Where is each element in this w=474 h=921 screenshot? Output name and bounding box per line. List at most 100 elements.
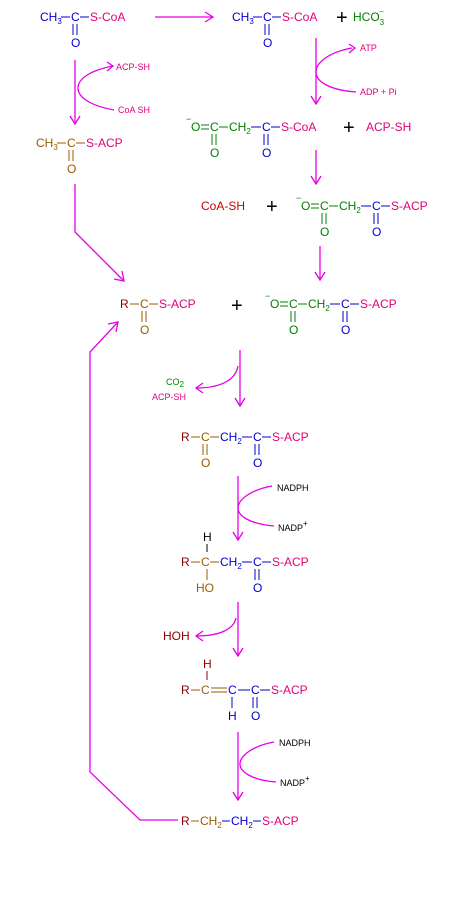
svg-text:NADPH: NADPH	[277, 483, 309, 493]
svg-text:C: C	[341, 297, 350, 311]
svg-text:−: −	[186, 114, 191, 124]
svg-text:R: R	[181, 555, 190, 569]
svg-text:−: −	[265, 291, 270, 301]
svg-text:S-ACP: S-ACP	[271, 683, 308, 697]
arrow-acetylacp-to-acyl	[74, 184, 125, 282]
svg-text:CH2: CH2	[200, 814, 222, 830]
arrow-co2-curve	[195, 365, 239, 389]
bicarbonate: + HCO3−	[336, 7, 385, 29]
svg-text:O: O	[67, 162, 76, 176]
svg-text:O: O	[262, 146, 271, 160]
svg-text:C: C	[71, 10, 80, 24]
svg-text:O: O	[140, 323, 149, 337]
svg-text:−: −	[296, 193, 301, 203]
ketoacyl-acp: R C CH2 C S-ACP O O	[181, 430, 309, 470]
svg-text:H: H	[203, 657, 212, 671]
svg-text:C: C	[201, 430, 210, 444]
enoyl-acp: H R C C C S-ACP H O	[181, 657, 308, 723]
malonyl-acp-1: CoA-SH + − O C CH2 C S-ACP O O	[201, 193, 428, 239]
svg-text:ADP + Pi: ADP + Pi	[360, 87, 397, 97]
svg-text:C: C	[289, 297, 298, 311]
svg-text:CH3: CH3	[36, 136, 58, 152]
svg-text:CoA SH: CoA SH	[118, 105, 150, 115]
svg-text:O: O	[341, 323, 350, 337]
svg-text:ATP: ATP	[360, 43, 377, 53]
svg-text:O: O	[270, 297, 279, 311]
svg-text:CH2: CH2	[220, 555, 242, 571]
svg-text:S-CoA: S-CoA	[282, 10, 317, 24]
svg-text:C: C	[228, 683, 237, 697]
svg-text:C: C	[262, 120, 271, 134]
svg-text:S-ACP: S-ACP	[262, 814, 299, 828]
svg-text:NADP+: NADP+	[280, 774, 310, 788]
svg-text:CH3: CH3	[40, 10, 62, 26]
svg-text:CH2: CH2	[220, 430, 242, 446]
svg-text:NADPH: NADPH	[279, 738, 311, 748]
svg-text:C: C	[372, 199, 381, 213]
arrow-hoh-curve	[195, 617, 237, 637]
transacylase-cofactors: ACP-SH CoA SH	[116, 62, 150, 115]
svg-text:C: C	[140, 297, 149, 311]
svg-text:S-ACP: S-ACP	[86, 136, 123, 150]
svg-text:CH2: CH2	[339, 199, 361, 215]
svg-text:O: O	[372, 225, 381, 239]
svg-text:+: +	[343, 117, 355, 139]
svg-text:CH2: CH2	[229, 120, 251, 136]
svg-text:S-ACP: S-ACP	[360, 297, 397, 311]
arrow-nadph-curve-1	[237, 485, 275, 527]
svg-text:S-ACP: S-ACP	[272, 430, 309, 444]
svg-text:O: O	[320, 225, 329, 239]
svg-text:S-ACP: S-ACP	[272, 555, 309, 569]
svg-text:S-ACP: S-ACP	[391, 199, 428, 213]
svg-text:O: O	[289, 323, 298, 337]
svg-text:O: O	[71, 36, 80, 50]
reduction-2-cofactors: NADPH NADP+	[279, 738, 311, 788]
svg-text:S-ACP: S-ACP	[159, 297, 196, 311]
svg-text:NADP+: NADP+	[278, 519, 308, 533]
svg-text:C: C	[263, 10, 272, 24]
svg-text:O: O	[253, 581, 262, 595]
acetyl-acp: CH3 C S-ACP O	[36, 136, 123, 176]
reduction-1-cofactors: NADPH NADP+	[277, 483, 309, 533]
svg-text:H: H	[228, 709, 237, 723]
svg-text:C: C	[67, 136, 76, 150]
svg-text:R: R	[181, 814, 190, 828]
svg-text:R: R	[181, 430, 190, 444]
elongated-acyl-acp: R CH2 CH2 S-ACP	[181, 814, 299, 830]
svg-text:O: O	[301, 199, 310, 213]
svg-text:O: O	[263, 36, 272, 50]
svg-text:+: +	[266, 196, 278, 218]
arrow-nadph-curve-2	[239, 741, 277, 783]
arrow-cycle-return	[89, 321, 178, 821]
svg-text:+: +	[336, 7, 348, 29]
svg-text:C: C	[251, 683, 260, 697]
svg-text:C: C	[210, 120, 219, 134]
condensation-products: CO2 ACP-SH	[152, 377, 186, 402]
acetyl-coa: CH3 C S-CoA O	[40, 10, 125, 50]
malonyl-coa: − O C CH2 C S-CoA O O + ACP-SH	[186, 114, 411, 160]
svg-text:C: C	[201, 555, 210, 569]
svg-text:CoA-SH: CoA-SH	[201, 199, 245, 213]
svg-text:C: C	[253, 430, 262, 444]
svg-text:CH2: CH2	[308, 297, 330, 313]
acetyl-coa-2: CH3 C S-CoA O	[232, 10, 317, 50]
svg-text:R: R	[120, 297, 129, 311]
svg-text:ACP-SH: ACP-SH	[366, 120, 411, 134]
svg-text:HO: HO	[196, 581, 214, 595]
svg-text:CH3: CH3	[232, 10, 254, 26]
svg-text:O: O	[251, 709, 260, 723]
svg-text:C: C	[253, 555, 262, 569]
svg-text:ACP-SH: ACP-SH	[116, 62, 150, 72]
svg-text:O: O	[210, 146, 219, 160]
svg-text:S-CoA: S-CoA	[90, 10, 125, 24]
hydroxyacyl-acp: H R C CH2 C S-ACP HO O	[181, 530, 309, 595]
svg-text:CH2: CH2	[231, 814, 253, 830]
arrow-acpsh-curve	[77, 65, 115, 111]
svg-text:O: O	[253, 456, 262, 470]
water-label: HOH	[163, 629, 190, 643]
svg-text:O: O	[191, 120, 200, 134]
acyl-acp: R C S-ACP O +	[120, 295, 243, 337]
svg-text:C: C	[201, 683, 210, 697]
svg-text:+: +	[231, 295, 243, 317]
svg-text:H: H	[203, 530, 212, 544]
